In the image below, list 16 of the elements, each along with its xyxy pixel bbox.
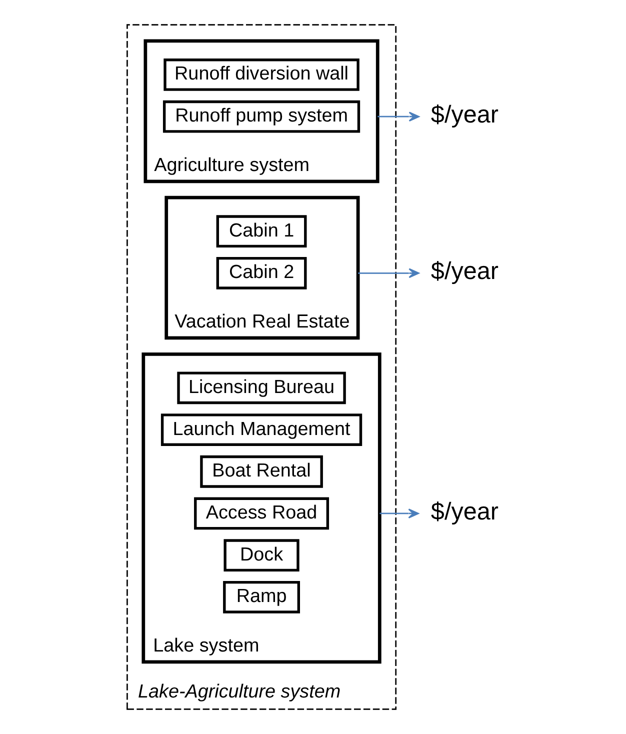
node-text: $/year xyxy=(430,498,498,526)
node-box: Dock xyxy=(223,539,299,572)
node-box: Launch Management xyxy=(160,414,362,446)
node-box: Licensing Bureau xyxy=(176,372,346,404)
node-box: Access Road xyxy=(194,497,329,530)
node-box: Runoff pump system xyxy=(162,100,360,133)
node-box: Runoff diversion wall xyxy=(163,58,359,91)
arrow xyxy=(377,112,419,122)
node-box: Boat Rental xyxy=(200,455,322,488)
arrow xyxy=(379,508,418,518)
node-text: $/year xyxy=(430,102,498,129)
node-box: Cabin 1 xyxy=(216,215,306,248)
node-box: Ramp xyxy=(222,580,300,614)
arrow xyxy=(358,268,419,278)
node-box: Cabin 2 xyxy=(216,256,306,290)
node-text: $/year xyxy=(430,258,498,286)
